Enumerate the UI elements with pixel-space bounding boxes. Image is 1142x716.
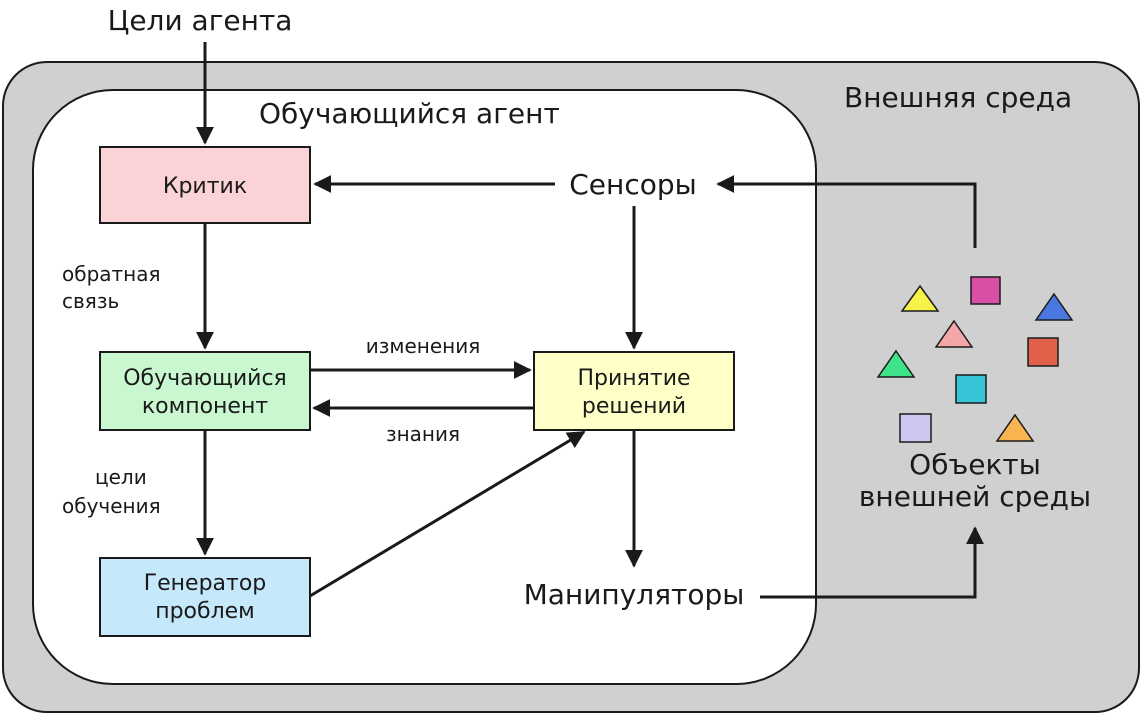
manipulators-label: Манипуляторы xyxy=(524,578,745,611)
agent-goals-label: Цели агента xyxy=(108,4,293,37)
knowledge-label: знания xyxy=(386,422,460,446)
sensors-label: Сенсоры xyxy=(569,168,697,201)
object-triangle-yellow xyxy=(900,284,940,312)
learning-component-box xyxy=(99,351,311,431)
feedback-label-1: обратная xyxy=(62,262,161,286)
learning-goals-label-2: обучения xyxy=(62,494,161,518)
problem-generator-label-1: Генератор xyxy=(144,571,267,596)
objects-label-1: Объекты xyxy=(909,448,1041,481)
learning-goals-label-1: цели xyxy=(95,465,147,489)
object-triangle-pink xyxy=(934,319,974,348)
critic-label: Критик xyxy=(163,174,247,199)
object-square-red xyxy=(1027,337,1059,367)
problem-generator-label-2: проблем xyxy=(155,599,255,624)
changes-label: изменения xyxy=(366,334,481,358)
object-triangle-green xyxy=(876,349,916,378)
object-square-cyan xyxy=(955,374,987,404)
agent-label: Обучающийся агент xyxy=(259,97,560,130)
feedback-label-2: связь xyxy=(62,289,119,313)
object-square-magenta xyxy=(970,276,1001,305)
arrow-manipulators-to-objects xyxy=(760,526,984,599)
learning-component-label-2: компонент xyxy=(142,394,268,419)
learning-component-label-1: Обучающийся xyxy=(123,366,287,391)
arrow-generator-to-decision xyxy=(309,430,586,598)
object-square-lavender xyxy=(899,413,932,443)
decision-making-label-1: Принятие xyxy=(577,366,690,391)
object-triangle-blue xyxy=(1034,292,1074,321)
agent-area xyxy=(32,89,817,685)
environment-label: Внешняя среда xyxy=(844,81,1072,114)
decision-making-label-2: решений xyxy=(582,394,686,419)
arrow-objects-to-sensors xyxy=(716,175,977,248)
object-triangle-orange xyxy=(995,413,1035,442)
problem-generator-box xyxy=(99,557,311,637)
decision-making-box xyxy=(533,351,735,431)
objects-label-2: внешней среды xyxy=(859,480,1091,513)
